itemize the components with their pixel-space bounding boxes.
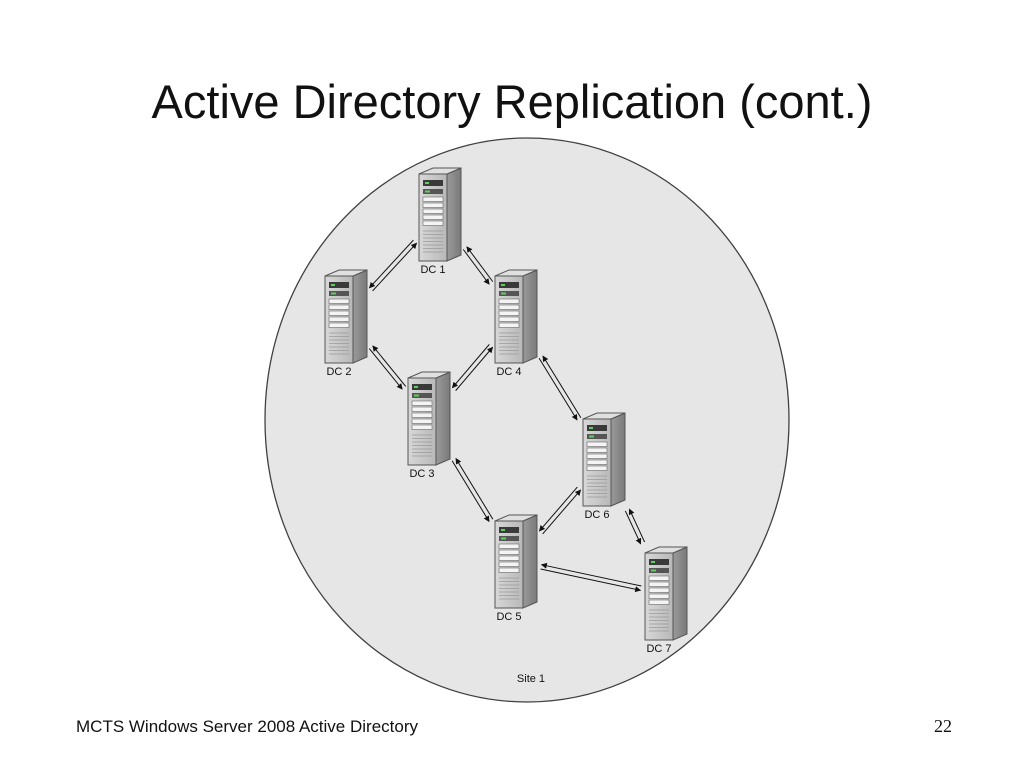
replication-arrow (542, 489, 582, 535)
slide-title: Active Directory Replication (cont.) (151, 75, 873, 128)
site-boundary (264, 137, 790, 703)
replication-link-dc1-dc2 (368, 239, 418, 292)
node-label: DC 3 (409, 468, 434, 480)
replication-arrow (540, 562, 642, 587)
domain-controllers: DC 1 DC 2 DC 3 DC 4 DC 5 DC 6 DC 7 (324, 167, 688, 655)
replication-arrow (628, 508, 646, 543)
replication-arrow (455, 457, 494, 520)
replication-arrow (368, 348, 403, 390)
replication-arrow (538, 486, 578, 532)
replication-arrow (624, 510, 642, 545)
domain-controller-dc4: DC 4 (494, 269, 538, 378)
replication-arrow (372, 345, 407, 387)
server-icon (324, 269, 368, 364)
page-number: 22 (934, 716, 952, 736)
domain-controller-dc7: DC 7 (644, 546, 688, 655)
replication-link-dc6-dc7 (624, 508, 646, 545)
node-label: DC 5 (496, 611, 521, 623)
server-icon (407, 371, 451, 466)
replication-link-dc1-dc4 (462, 246, 494, 285)
replication-arrow (372, 242, 418, 292)
domain-controller-dc1: DC 1 (418, 167, 462, 276)
replication-arrow (540, 568, 642, 593)
domain-controller-dc2: DC 2 (324, 269, 368, 378)
replication-link-dc2-dc3 (368, 345, 407, 390)
footer-text: MCTS Windows Server 2008 Active Director… (76, 717, 418, 736)
domain-controller-dc6: DC 6 (582, 412, 626, 521)
domain-controller-dc5: DC 5 (494, 514, 538, 623)
domain-controller-dc3: DC 3 (407, 371, 451, 480)
replication-link-dc4-dc6 (538, 355, 582, 421)
server-icon (494, 269, 538, 364)
replication-arrow (451, 344, 490, 389)
site-label: Site 1 (517, 673, 545, 685)
replication-arrow (466, 246, 494, 282)
replication-arrow (455, 346, 494, 391)
replication-arrow (538, 358, 578, 421)
node-label: DC 7 (646, 643, 671, 655)
server-icon (582, 412, 626, 507)
replication-link-dc5-dc7 (540, 562, 642, 593)
node-label: DC 2 (326, 366, 351, 378)
server-icon (644, 546, 688, 641)
replication-link-dc3-dc4 (451, 344, 494, 391)
replication-arrow (451, 460, 490, 523)
replication-arrow (368, 239, 414, 289)
node-label: DC 6 (584, 509, 609, 521)
server-icon (494, 514, 538, 609)
replication-arrow (542, 355, 582, 418)
replication-link-dc5-dc6 (538, 486, 582, 535)
replication-link-dc3-dc5 (451, 457, 494, 523)
node-label: DC 1 (420, 264, 445, 276)
replication-links (368, 239, 646, 593)
node-label: DC 4 (496, 366, 521, 378)
replication-arrow (462, 249, 490, 285)
server-icon (418, 167, 462, 262)
